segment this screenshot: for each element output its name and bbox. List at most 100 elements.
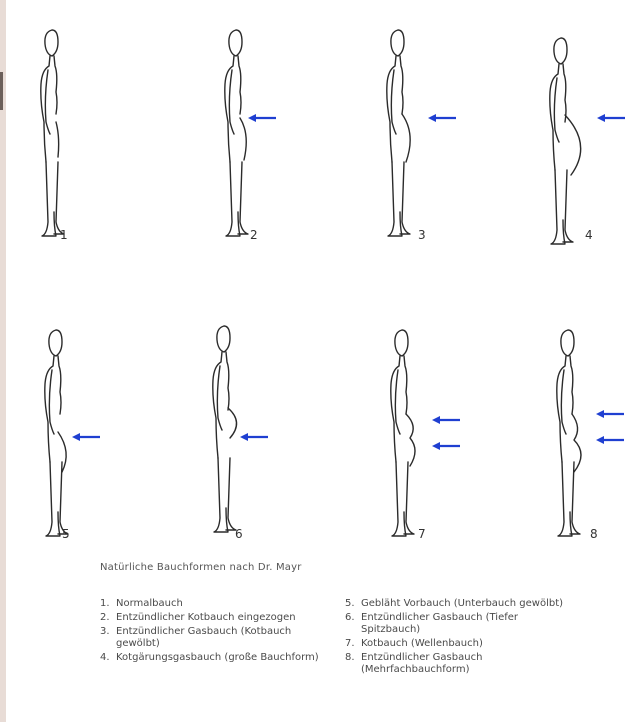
figure-outline-0 — [49, 330, 62, 356]
legend-text: Entzündlicher Gasbauch (Tiefer Spitzbauc… — [361, 612, 575, 636]
figure-2 — [198, 22, 288, 252]
legend-number: 3. — [100, 626, 116, 650]
figure-outline-6 — [217, 366, 222, 430]
arrow-head — [432, 416, 440, 424]
figure-outline-3 — [240, 118, 246, 160]
legend-number: 8. — [345, 652, 361, 676]
figure-outline-2 — [226, 352, 229, 410]
figure-4 — [523, 30, 613, 260]
arrow-left-icon — [596, 435, 624, 445]
figure-number-2: 2 — [250, 228, 258, 242]
legend-item: 1.Normalbauch — [100, 598, 320, 610]
legend-number: 7. — [345, 638, 361, 650]
arrow-left-icon — [240, 432, 268, 442]
figure-outline-3 — [56, 122, 59, 157]
figure-outline-5 — [58, 462, 68, 534]
figure-outline-0 — [395, 330, 408, 356]
figure-number-7: 7 — [418, 527, 426, 541]
figure-outline-2 — [238, 56, 241, 114]
figure-silhouette — [360, 22, 450, 252]
figure-outline-2 — [404, 356, 407, 414]
arrow-head — [428, 114, 436, 122]
legend-item: 2.Entzündlicher Kotbauch eingezogen — [100, 612, 320, 624]
legend-number: 6. — [345, 612, 361, 636]
figure-outline-4 — [214, 458, 228, 532]
legend-text: Entzündlicher Kotbauch eingezogen — [116, 612, 320, 624]
figure-outline-0 — [45, 30, 58, 56]
arrow-left-icon — [428, 113, 456, 123]
legend-text: Kotgärungsgasbauch (große Bauchform) — [116, 652, 320, 664]
figure-outline-4 — [226, 162, 240, 236]
figure-outline-2 — [58, 356, 61, 414]
figure-outline-4 — [46, 462, 60, 536]
figure-outline-3 — [228, 408, 237, 438]
figure-outline-3 — [565, 115, 581, 175]
arrow-figure-2 — [248, 108, 276, 118]
figure-outline-6 — [561, 370, 566, 434]
arrow-head — [596, 410, 604, 418]
figure-silhouette — [14, 22, 104, 252]
figure-outline-6 — [395, 370, 400, 434]
arrow-left-icon — [432, 415, 460, 425]
figure-outline-5 — [226, 458, 236, 530]
figure-outline-0 — [554, 38, 567, 64]
arrow-figure-8-lower — [596, 430, 624, 440]
legend-text: Entzündlicher Gasbauch (Kotbauch gewölbt… — [116, 626, 320, 650]
arrow-figure-4 — [597, 108, 625, 118]
figure-1 — [14, 22, 104, 252]
figure-outline-4 — [388, 162, 402, 236]
figure-silhouette — [523, 30, 613, 260]
legend-right: 5.Gebläht Vorbauch (Unterbauch gewölbt) … — [345, 598, 575, 678]
figure-outline-2 — [400, 56, 403, 114]
legend-left: 1.Normalbauch 2.Entzündlicher Kotbauch e… — [100, 598, 320, 666]
arrow-left-icon — [596, 409, 624, 419]
figure-outline-0 — [561, 330, 574, 356]
figure-outline-6 — [391, 70, 396, 134]
figure-number-5: 5 — [62, 527, 70, 541]
arrow-figure-8-upper — [596, 404, 624, 414]
figure-number-1: 1 — [60, 228, 68, 242]
arrow-figure-5 — [72, 427, 100, 437]
figure-outline-0 — [391, 30, 404, 56]
legend-number: 4. — [100, 652, 116, 664]
figure-3 — [360, 22, 450, 252]
arrow-left-icon — [72, 432, 100, 442]
figure-outline-4 — [42, 162, 56, 236]
figure-outline-6 — [554, 78, 559, 142]
legend-number: 2. — [100, 612, 116, 624]
figure-outline-2 — [563, 64, 566, 122]
arrow-figure-7-upper — [432, 410, 460, 420]
arrow-left-icon — [432, 441, 460, 451]
legend-number: 1. — [100, 598, 116, 610]
figure-outline-2 — [54, 56, 57, 114]
figure-outline-5 — [54, 162, 64, 234]
legend-item: 3.Entzündlicher Gasbauch (Kotbauch gewöl… — [100, 626, 320, 650]
legend-text: Normalbauch — [116, 598, 320, 610]
arrow-head — [432, 442, 440, 450]
figure-outline-5 — [570, 462, 580, 534]
figure-outline-5 — [563, 170, 573, 242]
figure-outline-2 — [570, 356, 573, 414]
figure-outline-6 — [49, 370, 54, 434]
arrow-head — [72, 433, 80, 441]
figure-outline-4 — [392, 462, 406, 536]
figure-outline-5 — [404, 462, 414, 534]
legend-item: 5.Gebläht Vorbauch (Unterbauch gewölbt) — [345, 598, 575, 610]
figure-outline-6 — [229, 70, 234, 134]
legend-text: Entzündlicher Gasbauch (Mehrfachbauchfor… — [361, 652, 575, 676]
legend-item: 6.Entzündlicher Gasbauch (Tiefer Spitzba… — [345, 612, 575, 636]
figure-outline-0 — [229, 30, 242, 56]
figure-outline-0 — [217, 326, 230, 352]
caption-title: Natürliche Bauchformen nach Dr. Mayr — [100, 562, 302, 573]
figure-outline-4 — [551, 170, 565, 244]
arrow-left-icon — [248, 113, 276, 123]
legend-item: 8.Entzündlicher Gasbauch (Mehrfachbauchf… — [345, 652, 575, 676]
legend-item: 4.Kotgärungsgasbauch (große Bauchform) — [100, 652, 320, 664]
arrow-figure-7-lower — [432, 436, 460, 446]
legend-item: 7.Kotbauch (Wellenbauch) — [345, 638, 575, 650]
legend-text: Kotbauch (Wellenbauch) — [361, 638, 575, 650]
figure-outline-5 — [400, 162, 410, 234]
figure-number-8: 8 — [590, 527, 598, 541]
legend-text: Gebläht Vorbauch (Unterbauch gewölbt) — [361, 598, 575, 610]
arrow-head — [597, 114, 605, 122]
